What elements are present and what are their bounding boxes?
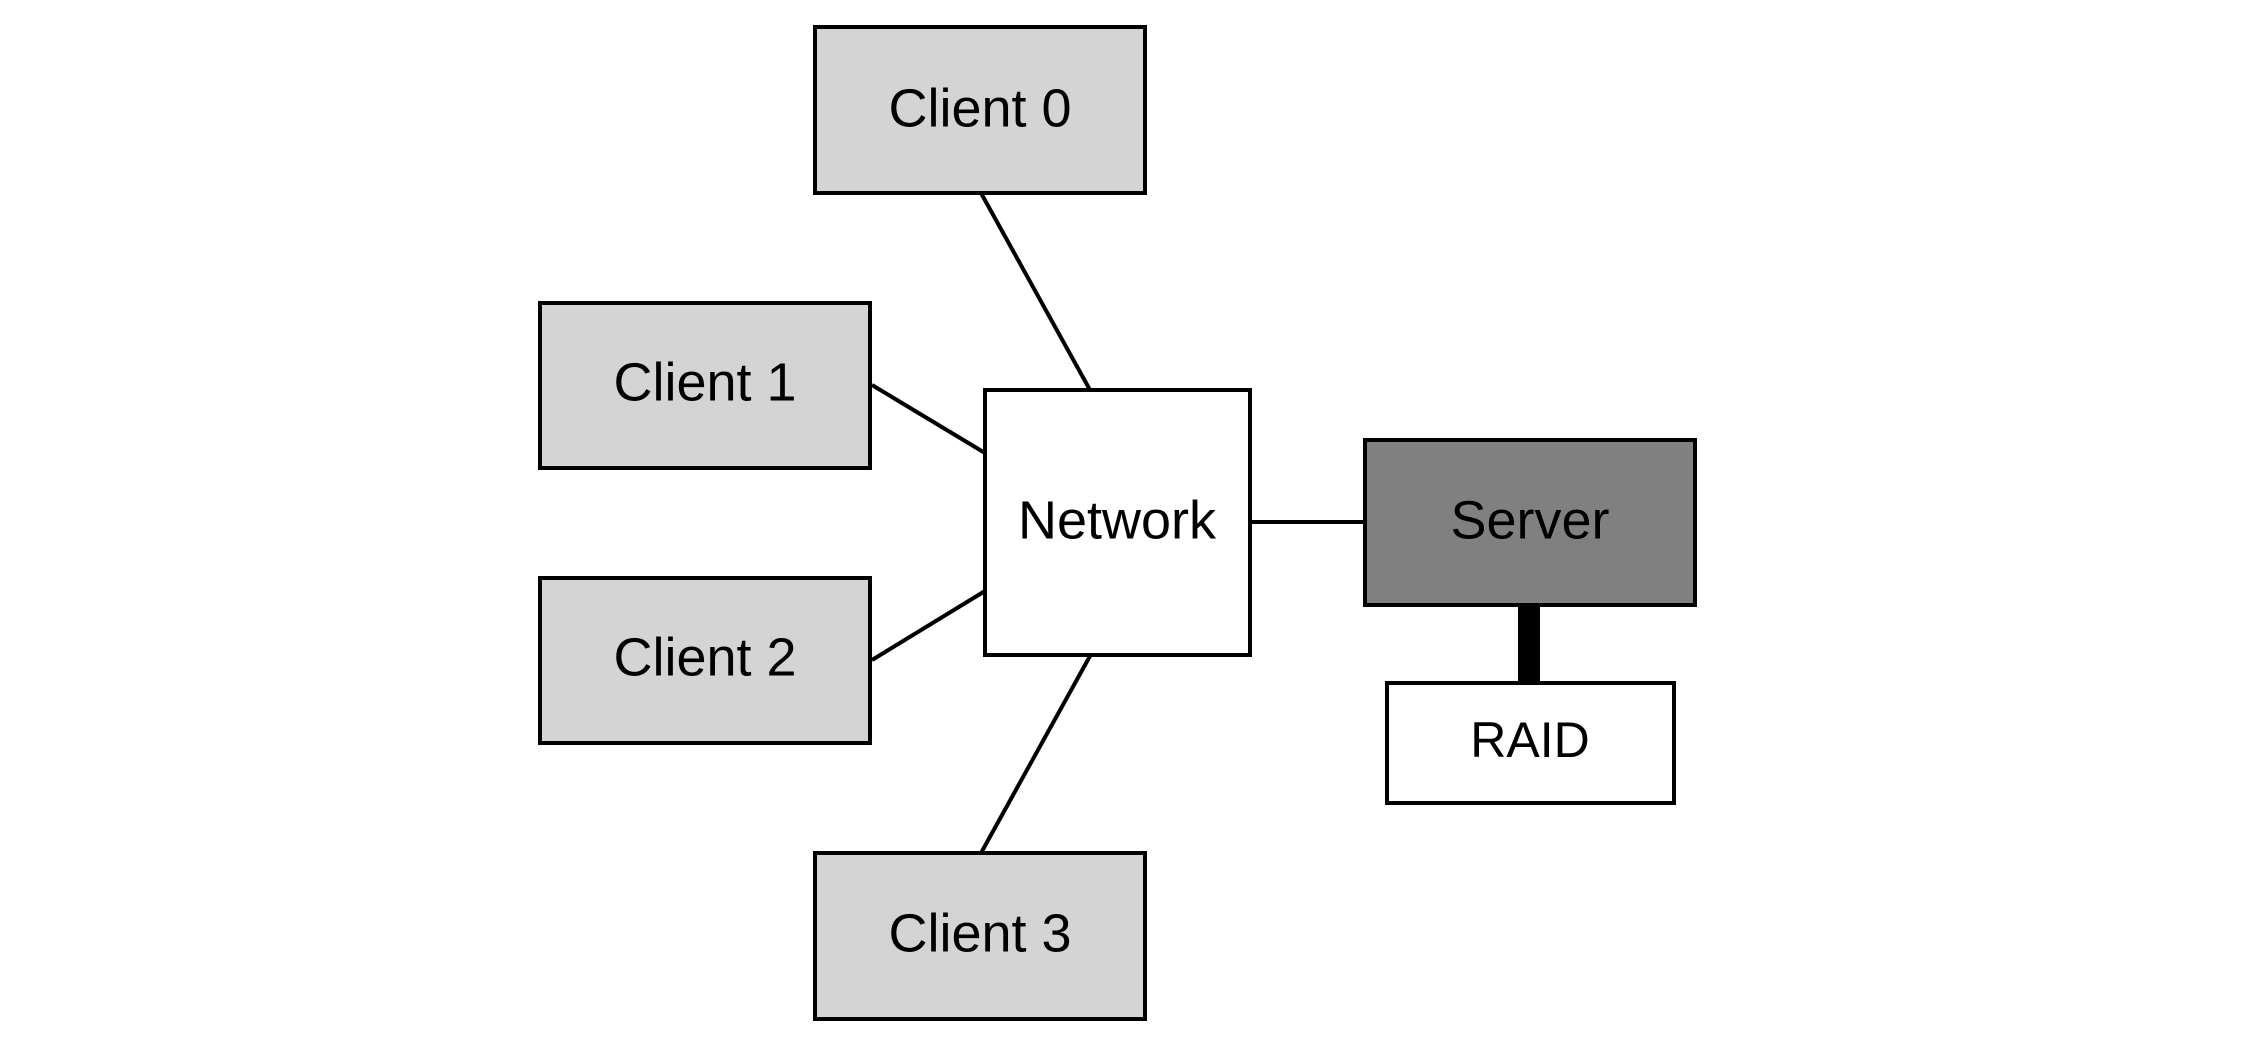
network-box (983, 388, 1252, 657)
node-raid: RAID (1385, 681, 1676, 805)
link-client1-network (870, 383, 987, 455)
link-client2-network (870, 589, 987, 662)
client-1-box (538, 301, 872, 470)
client-0-label: Client 0 (888, 78, 1071, 138)
node-client-2: Client 2 (538, 576, 872, 745)
client-2-label: Client 2 (613, 627, 796, 687)
node-client-3: Client 3 (813, 851, 1147, 1021)
link-client0-network (979, 192, 1092, 391)
node-client-1: Client 1 (538, 301, 872, 470)
client-2-box (538, 576, 872, 745)
server-box (1363, 438, 1697, 607)
client-0-box (813, 25, 1147, 195)
client-1-label: Client 1 (613, 352, 796, 412)
raid-label: RAID (1470, 712, 1589, 768)
node-network: Network (983, 388, 1252, 657)
client-3-box (813, 851, 1147, 1021)
network-label: Network (1018, 490, 1217, 550)
node-server: Server (1363, 438, 1697, 607)
client-3-label: Client 3 (888, 903, 1071, 963)
server-label: Server (1450, 490, 1609, 550)
node-client-0: Client 0 (813, 25, 1147, 195)
link-client3-network (979, 655, 1092, 854)
raid-box (1385, 681, 1676, 805)
